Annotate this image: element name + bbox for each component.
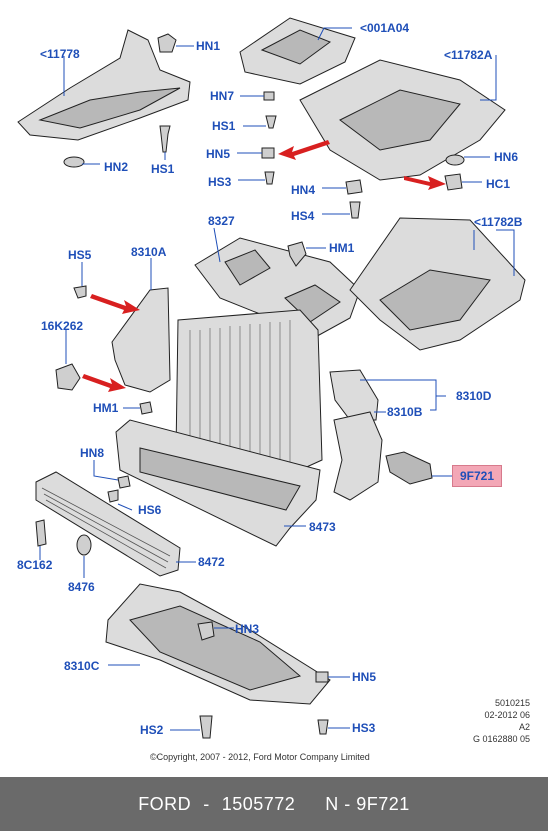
label-hn7: HN7 [210, 89, 235, 103]
screw-hs3-top [264, 171, 275, 185]
label-8327: 8327 [208, 214, 235, 228]
clip-hn8 [117, 475, 131, 489]
label-hn3-top: HN3 [235, 622, 260, 636]
nut-hn6 [445, 154, 465, 166]
nut-hn2 [63, 156, 85, 168]
clip-hn3 [197, 621, 215, 641]
footer-part-number: 1505772 [221, 793, 296, 814]
label-hn5-top: HN5 [206, 147, 231, 161]
arrow-hc1 [404, 176, 446, 190]
footer-separator: - [203, 793, 210, 814]
label-8310d: 8310D [456, 389, 492, 403]
parts-diagram: <11778 HN1 <001A04 <11782A HN2 HS1 HN7 H… [17, 17, 530, 762]
clip-hn5-top [261, 147, 275, 159]
label-8473: 8473 [309, 520, 336, 534]
ref-line-2: 02-2012 06 [484, 710, 530, 720]
clip-hm1-top [287, 241, 307, 267]
label-11782b: <11782B [474, 215, 523, 229]
clip-hn4 [345, 179, 363, 195]
ref-line-3: A2 [518, 722, 530, 732]
label-16k262: 16K262 [41, 319, 84, 333]
label-8310a: 8310A [131, 245, 167, 259]
footer-bar: FORD - 1505772 N - 9F721 [0, 777, 548, 831]
screw-hs3-bot [317, 719, 329, 735]
label-9f721: 9F721 [452, 465, 503, 487]
deflector-8310b [333, 411, 383, 501]
footer-part-code: N - 9F721 [325, 793, 410, 814]
label-hs1-mid: HS1 [212, 119, 236, 133]
label-hn2: HN2 [104, 160, 129, 174]
clip-hm1-mid [139, 401, 153, 415]
label-8c162: 8C162 [17, 558, 53, 572]
label-hs3-top: HS3 [208, 175, 232, 189]
label-8310b: 8310B [387, 405, 423, 419]
label-11782a: <11782A [444, 48, 493, 62]
footer-brand: FORD [138, 793, 192, 814]
part-8476 [76, 534, 92, 556]
arrow-16k262 [82, 374, 126, 392]
screw-hs1-mid [265, 115, 277, 129]
clip-hn7 [263, 91, 275, 101]
label-hs6: HS6 [138, 503, 162, 517]
screw-hs6 [107, 489, 119, 503]
label-8476: 8476 [68, 580, 95, 594]
label-hn5-bot: HN5 [352, 670, 377, 684]
label-hs3-bot: HS3 [352, 721, 376, 735]
label-8472: 8472 [198, 555, 225, 569]
label-hc1: HC1 [486, 177, 511, 191]
diagram-drawing [17, 17, 526, 739]
label-hs4: HS4 [291, 209, 315, 223]
label-hn6: HN6 [494, 150, 519, 164]
shutter-8472 [35, 471, 181, 577]
label-hs2: HS2 [140, 723, 164, 737]
drawing-reference: 5010215 02-2012 06 A2 G 0162880 05 [440, 697, 530, 745]
label-hn1: HN1 [196, 39, 221, 53]
screw-hs4 [349, 201, 361, 219]
label-11778: <11778 [40, 47, 80, 61]
arrow-hn5 [278, 140, 330, 160]
screw-hs2 [199, 715, 213, 739]
leader-lines [39, 27, 515, 731]
screw-hs1-top [159, 125, 171, 153]
clip-hn5-bot [315, 671, 329, 683]
deflector-8310a [111, 287, 171, 393]
label-hm1-mid: HM1 [93, 401, 119, 415]
arrow-hs5 [90, 294, 140, 314]
label-hm1-top: HM1 [329, 241, 355, 255]
ref-line-4: G 0162880 05 [472, 734, 530, 744]
label-hn8: HN8 [80, 446, 105, 460]
label-hn4: HN4 [291, 183, 316, 197]
label-hs5: HS5 [68, 248, 92, 262]
label-001a04: <001A04 [360, 21, 410, 35]
ref-line-1: 5010215 [494, 698, 530, 708]
part-9f721 [385, 451, 433, 485]
part-8c162 [35, 519, 47, 547]
label-8310c: 8310C [64, 659, 100, 673]
clip-hc1 [444, 173, 463, 191]
deflector-8310d [329, 369, 379, 421]
part-16k262 [55, 363, 81, 391]
copyright-notice: ©Copyright, 2007 - 2012, Ford Motor Comp… [150, 752, 370, 762]
screw-hs5 [73, 285, 87, 299]
clip-hn1 [157, 33, 177, 53]
label-hs1-top: HS1 [151, 162, 175, 176]
